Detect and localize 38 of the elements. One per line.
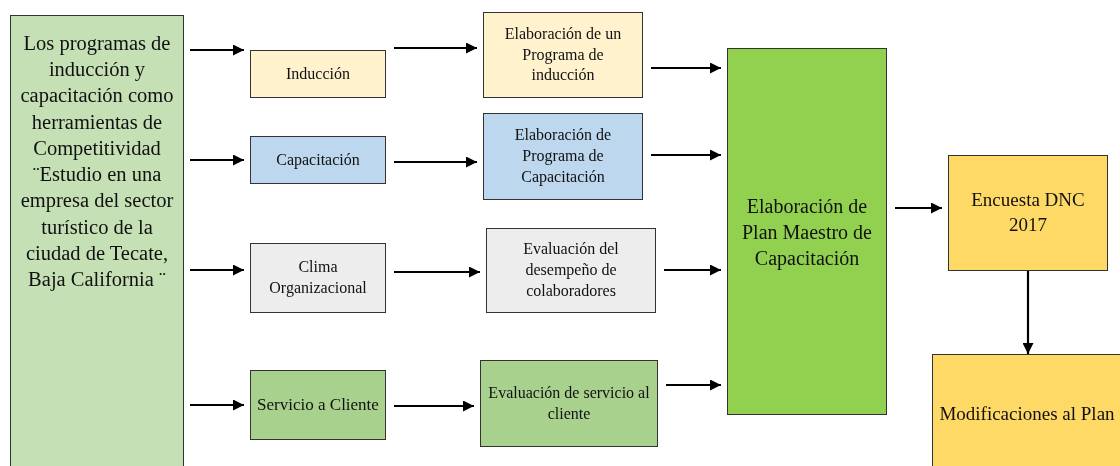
box-text: Modificaciones al Plan (938, 401, 1116, 426)
arrow (190, 399, 244, 411)
box-text: Los programas de inducción y capacitación como herramientas de Competitividad ¨Estudio en una empresa del sector turístico de la ciudad de Tecate, Baja California ¨ (19, 31, 175, 293)
process-box (480, 360, 658, 447)
arrow (666, 379, 721, 391)
arrow (664, 264, 721, 276)
arrow (394, 266, 480, 278)
process-box (250, 370, 386, 440)
arrow (190, 154, 244, 166)
arrow (394, 400, 474, 412)
arrow (651, 62, 721, 74)
arrow (190, 264, 244, 276)
process-box (483, 12, 643, 98)
arrow (394, 42, 477, 54)
arrow (895, 202, 942, 214)
process-box (948, 155, 1108, 271)
process-box (486, 228, 656, 313)
arrow (394, 156, 477, 168)
process-box (727, 48, 887, 415)
process-box (10, 15, 184, 466)
box-text: Servicio a Cliente (256, 393, 380, 416)
process-box (250, 243, 386, 313)
box-text: Evaluación del desempeño de colaboradores (522, 239, 620, 301)
box-text: Elaboración de un Programa de inducción (503, 23, 623, 86)
arrow (651, 149, 721, 161)
process-box (483, 113, 643, 200)
box-text: Capacitación (275, 149, 361, 171)
box-text: Elaboración de Programa de Capacitación (513, 125, 613, 188)
box-text: Evaluación de servicio al cliente (487, 382, 651, 424)
box-text: Inducción (285, 63, 351, 84)
arrow (190, 44, 244, 56)
box-text: Encuesta DNC 2017 (970, 188, 1086, 237)
process-box (250, 136, 386, 184)
process-box (932, 354, 1120, 466)
box-text: Elaboración de Plan Maestro de Capacitación (741, 193, 873, 272)
arrow (1022, 271, 1034, 354)
process-box (250, 50, 386, 98)
box-text: Clima Organizacional (268, 257, 368, 299)
